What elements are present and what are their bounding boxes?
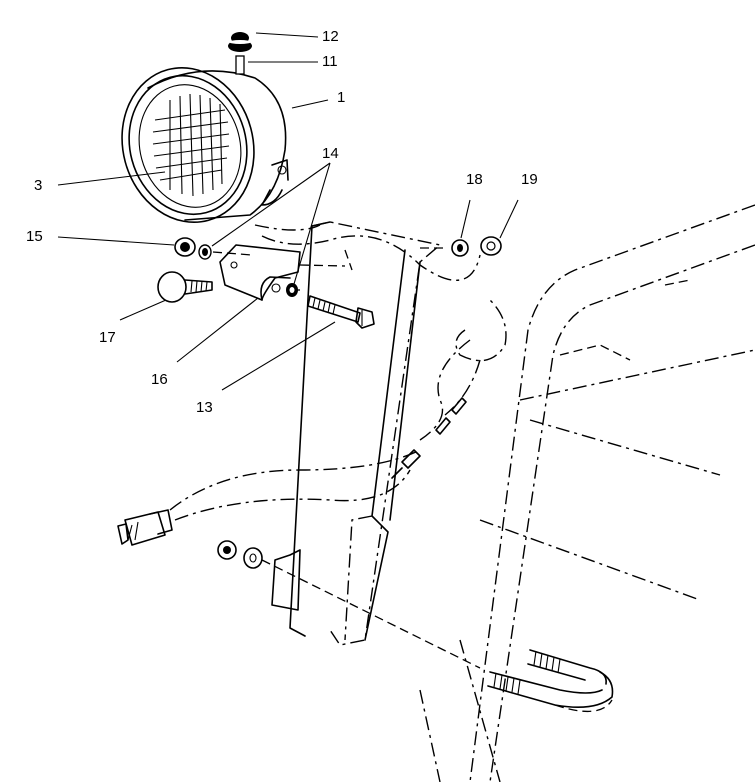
washer-18 <box>451 239 469 257</box>
bolt-13 <box>307 295 375 329</box>
work-lamp <box>121 32 289 223</box>
wiring-harness <box>169 224 507 521</box>
assembly-centerlines <box>212 247 448 291</box>
u-bolt <box>487 649 614 713</box>
callout-19: 19 <box>521 171 538 188</box>
cab-frame <box>419 204 755 782</box>
callout-17: 17 <box>99 329 116 346</box>
callout-15: 15 <box>26 228 43 245</box>
mounting-bracket <box>271 221 442 646</box>
washer-14 <box>198 244 298 297</box>
nut-12 <box>228 32 252 52</box>
callout-14: 14 <box>322 145 339 162</box>
lamp-bracket-16 <box>219 244 301 301</box>
callout-11: 11 <box>322 53 338 70</box>
connector-plug <box>117 509 173 546</box>
nut-15 <box>174 237 196 257</box>
callout-12: 12 <box>322 28 339 45</box>
lower-hardware <box>217 540 481 669</box>
nut-19 <box>480 236 502 256</box>
leader-lines <box>57 32 519 391</box>
callout-16: 16 <box>151 371 168 388</box>
lens-grid <box>152 93 230 197</box>
callout-1: 1 <box>337 89 345 106</box>
callout-13: 13 <box>196 399 213 416</box>
callout-labels: 12 11 1 14 3 18 19 15 17 16 13 <box>26 28 538 416</box>
callout-18: 18 <box>466 171 483 188</box>
knob-bolt-17 <box>157 271 213 303</box>
callout-3: 3 <box>34 177 42 194</box>
stud-11 <box>235 55 245 75</box>
